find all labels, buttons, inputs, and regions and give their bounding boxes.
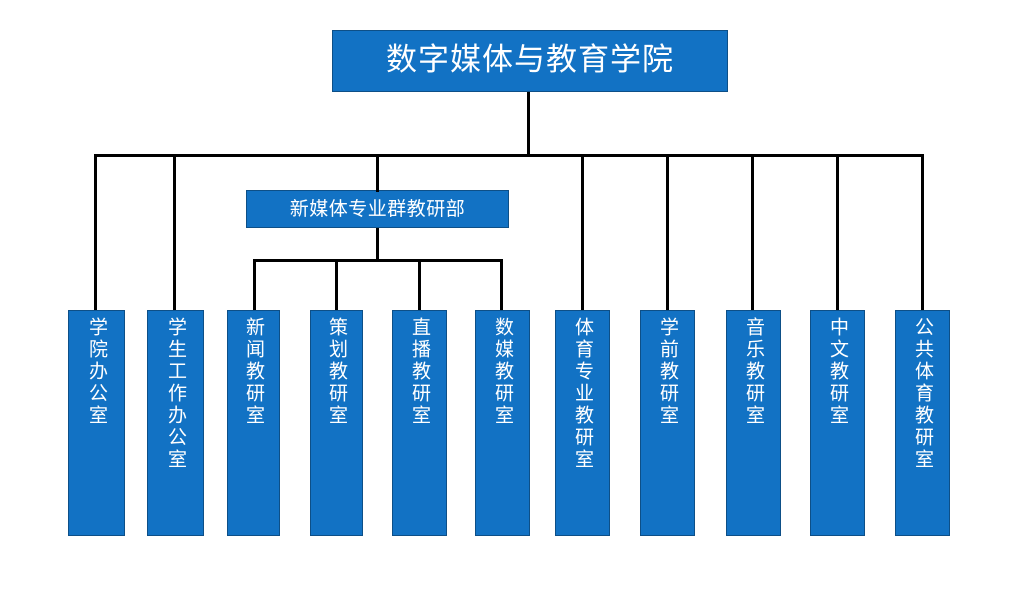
node-leaf-8-label: 学前教研室	[657, 317, 679, 427]
node-leaf-5-label: 直播教研室	[409, 317, 431, 427]
connector-middle-stem-top	[376, 154, 379, 192]
node-leaf-6[interactable]: 数媒教研室	[475, 310, 530, 536]
node-leaf-11-label: 公共体育教研室	[912, 317, 934, 471]
node-leaf-3[interactable]: 新闻教研室	[227, 310, 280, 536]
node-leaf-9-label: 音乐教研室	[743, 317, 765, 427]
node-leaf-5[interactable]: 直播教研室	[392, 310, 447, 536]
node-leaf-11[interactable]: 公共体育教研室	[895, 310, 950, 536]
connector-drop-4	[335, 259, 338, 310]
connector-drop-11	[921, 154, 924, 310]
connector-middle-stem-bottom	[376, 228, 379, 262]
node-leaf-2[interactable]: 学生工作办公室	[147, 310, 204, 536]
node-leaf-4-label: 策划教研室	[326, 317, 348, 427]
node-root-college[interactable]: 数字媒体与教育学院	[332, 30, 728, 92]
connector-drop-5	[418, 259, 421, 310]
node-root-label: 数字媒体与教育学院	[386, 42, 674, 79]
node-leaf-4[interactable]: 策划教研室	[310, 310, 363, 536]
node-new-media-label: 新媒体专业群教研部	[289, 197, 466, 220]
connector-drop-10	[836, 154, 839, 310]
node-leaf-2-label: 学生工作办公室	[165, 317, 187, 471]
node-leaf-7[interactable]: 体育专业教研室	[555, 310, 610, 536]
node-leaf-10[interactable]: 中文教研室	[810, 310, 865, 536]
connector-drop-8	[666, 154, 669, 310]
node-leaf-7-label: 体育专业教研室	[572, 317, 594, 471]
connector-drop-7	[581, 154, 584, 310]
node-leaf-9[interactable]: 音乐教研室	[726, 310, 781, 536]
node-new-media-department[interactable]: 新媒体专业群教研部	[246, 190, 509, 228]
node-leaf-1[interactable]: 学院办公室	[68, 310, 125, 536]
connector-drop-9	[751, 154, 754, 310]
connector-drop-3	[253, 259, 256, 310]
connector-drop-6	[500, 259, 503, 310]
connector-drop-2	[173, 154, 176, 310]
node-leaf-1-label: 学院办公室	[86, 317, 108, 427]
connector-drop-1	[94, 154, 97, 310]
connector-main-bus	[94, 154, 924, 157]
connector-sub-bus	[253, 259, 503, 262]
connector-root-stem	[527, 92, 530, 156]
node-leaf-3-label: 新闻教研室	[243, 317, 265, 427]
node-leaf-8[interactable]: 学前教研室	[640, 310, 695, 536]
node-leaf-6-label: 数媒教研室	[492, 317, 514, 427]
node-leaf-10-label: 中文教研室	[827, 317, 849, 427]
